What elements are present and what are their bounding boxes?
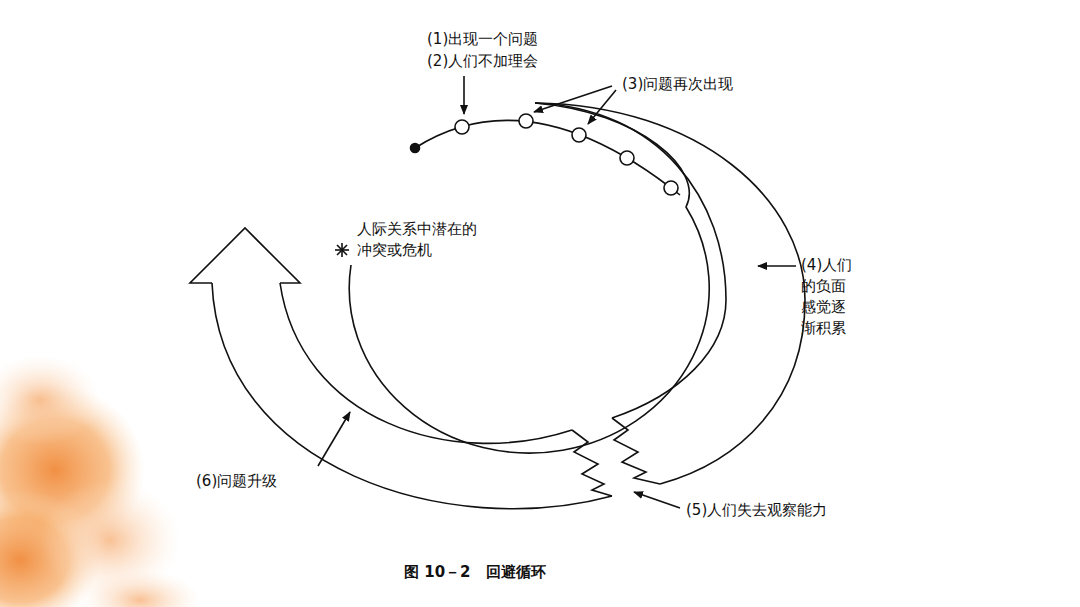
zigzag-break [612, 418, 660, 484]
step-label: (2)人们不加理会 [427, 51, 538, 72]
leader-arrow [634, 492, 680, 508]
leader-arrow [463, 76, 465, 114]
feeling-band-inner [535, 103, 726, 418]
center-label: 人际关系中潜在的 冲突或危机 [357, 219, 483, 261]
feeling-band-outer [535, 103, 805, 484]
step-label: (3)问题再次出现 [622, 74, 733, 95]
escalation-arrowhead [190, 228, 300, 283]
start-dot [411, 144, 420, 153]
leader-arrow [758, 265, 796, 267]
leader-arrow [318, 412, 350, 466]
figure-caption: 图 10－2 回避循环 [404, 562, 546, 583]
step-label: (6)问题升级 [196, 471, 277, 492]
watercolor-blob [0, 355, 200, 607]
star-symbol [335, 243, 349, 257]
step-label: (4)人们 的负面 感觉逐 渐积累 [801, 255, 861, 339]
escalation-band-inner [280, 283, 572, 443]
leader-arrow [588, 90, 616, 124]
problem-arc [415, 120, 680, 195]
zigzag-break [572, 430, 612, 496]
step-label: (5)人们失去观察能力 [686, 500, 827, 521]
recurrence-circles [455, 114, 678, 195]
inner-circle [349, 103, 709, 453]
step-label: (1)出现一个问题 [427, 29, 538, 50]
